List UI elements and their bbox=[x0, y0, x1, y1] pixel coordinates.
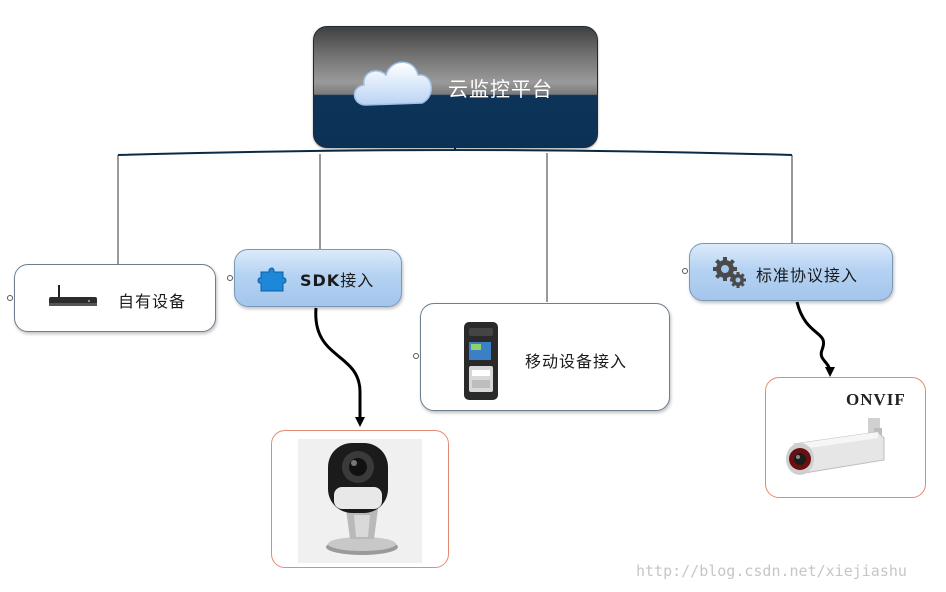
cloud-platform-node[interactable]: 云监控平台 bbox=[313, 26, 598, 148]
mobile-device-label: 移动设备接入 bbox=[525, 352, 628, 371]
own-device-handle[interactable] bbox=[7, 295, 13, 301]
arrow-sdk-to-camera bbox=[314, 307, 365, 427]
mobile-device-handle[interactable] bbox=[413, 353, 419, 359]
sdk-access-label-bold: SDK bbox=[300, 271, 341, 290]
puzzle-icon bbox=[257, 267, 287, 292]
watermark-text: http://blog.csdn.net/xiejiashu bbox=[636, 562, 907, 580]
own-device-node[interactable]: 自有设备 bbox=[14, 264, 216, 332]
own-device-label: 自有设备 bbox=[118, 292, 187, 311]
onvif-logo: ONVIF bbox=[846, 390, 906, 409]
cloud-icon bbox=[353, 61, 432, 106]
arrow-standard-to-onvif bbox=[795, 301, 835, 377]
sdk-camera-frame[interactable] bbox=[271, 430, 449, 568]
gears-icon bbox=[713, 257, 746, 288]
onvif-camera-frame[interactable]: ONVIF bbox=[765, 377, 926, 498]
standard-protocol-label: 标准协议接入 bbox=[756, 266, 859, 285]
standard-protocol-handle[interactable] bbox=[682, 268, 688, 274]
router-icon bbox=[49, 285, 97, 306]
home-camera-icon bbox=[298, 439, 422, 563]
sdk-access-handle[interactable] bbox=[227, 275, 233, 281]
handheld-device-icon bbox=[464, 322, 498, 400]
sdk-access-label-rest: 接入 bbox=[340, 271, 375, 290]
sdk-access-node[interactable]: SDK接入 bbox=[234, 249, 402, 307]
mobile-device-node[interactable]: 移动设备接入 bbox=[420, 303, 670, 411]
cloud-platform-label: 云监控平台 bbox=[448, 77, 553, 101]
standard-protocol-node[interactable]: 标准协议接入 bbox=[689, 243, 893, 301]
sdk-access-label: SDK接入 bbox=[300, 267, 374, 291]
bullet-camera-icon bbox=[786, 418, 885, 475]
